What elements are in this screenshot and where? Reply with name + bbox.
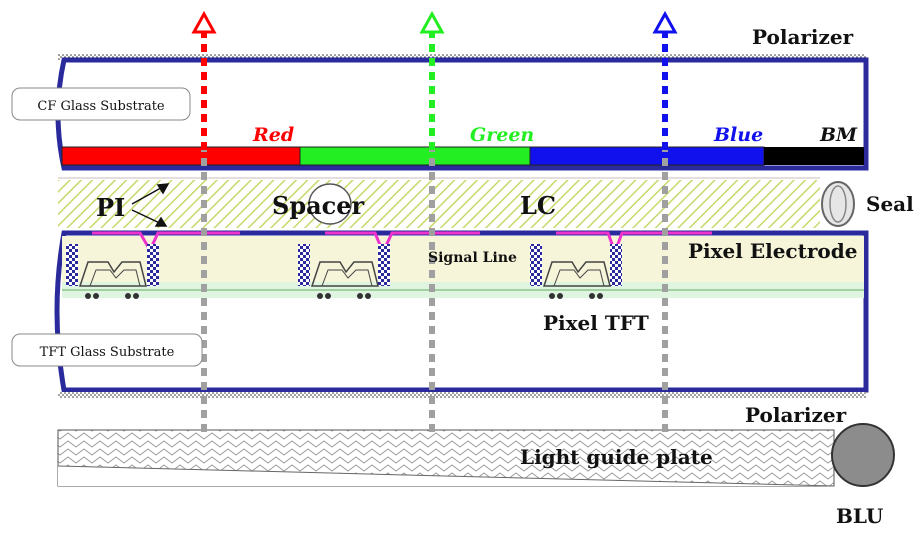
tft-array-layer [62, 236, 864, 286]
polarizer-top-label: Polarizer [752, 25, 854, 49]
red-label: Red [252, 124, 294, 146]
tft-glass-label: TFT Glass Substrate [40, 345, 175, 360]
bottom-polarizer [58, 392, 866, 398]
seal [821, 181, 855, 227]
signal-line-label: Signal Line [428, 250, 517, 266]
pixel-tft-label: Pixel TFT [543, 311, 649, 335]
tft-structure-2 [298, 244, 390, 299]
blue-color-filter [529, 146, 765, 166]
blue-light-ray [652, 10, 678, 150]
pi-label: PI [96, 193, 125, 222]
green-label: Green [470, 124, 534, 146]
pi-arrows [131, 183, 170, 227]
blu-label: BLU [836, 504, 883, 528]
polarizer-bottom-label: Polarizer [745, 403, 847, 427]
light-guide-label: Light guide plate [520, 445, 713, 469]
spacer-label: Spacer [272, 191, 365, 220]
green-color-filter [299, 146, 531, 166]
bm-label: BM [819, 124, 858, 146]
pixel-electrode-label: Pixel Electrode [688, 239, 857, 263]
cf-glass-label: CF Glass Substrate [37, 99, 165, 114]
green-light-ray [419, 10, 445, 150]
tft-glass-label-box [11, 333, 203, 367]
tft-structure-3 [530, 244, 622, 299]
cf-glass-label-box [11, 87, 191, 121]
red-light-ray [191, 10, 217, 150]
seal-label: Seal [866, 192, 914, 216]
spacer-ball [308, 183, 352, 225]
light-rays-gray [201, 150, 668, 432]
blue-label: Blue [713, 124, 763, 146]
blu-lamp [831, 423, 895, 487]
tft-structure-1 [66, 244, 159, 299]
black-matrix [764, 147, 864, 165]
lc-layer [58, 180, 820, 228]
lc-label: LC [520, 191, 556, 220]
top-polarizer [58, 54, 866, 60]
red-color-filter [61, 146, 301, 166]
